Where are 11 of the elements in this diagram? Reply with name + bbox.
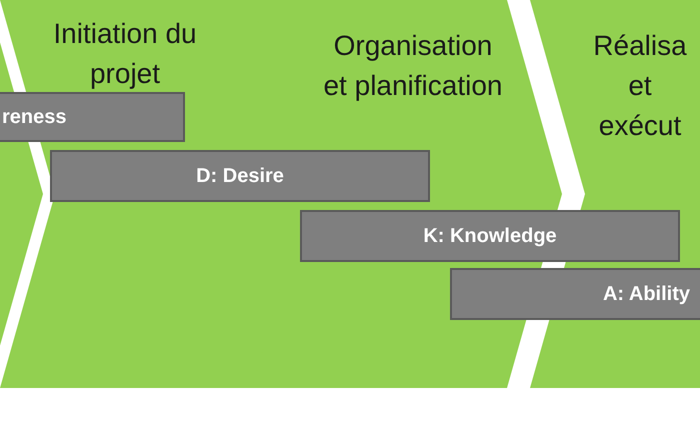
stage-bar [300,210,680,262]
stage-bar [0,92,185,142]
stage-label: K: Knowledge [423,224,557,249]
stage-label: reness [2,105,66,130]
stage-label: D: Desire [196,164,284,189]
stage-bar [450,268,700,320]
stage-label: A: Ability [602,282,690,307]
phase-title: Réalisa et exécut [592,29,688,143]
stage-bar [50,150,430,202]
phase-title: Initiation du projet [52,17,198,91]
phase-title: Organisation et planification [323,29,503,103]
